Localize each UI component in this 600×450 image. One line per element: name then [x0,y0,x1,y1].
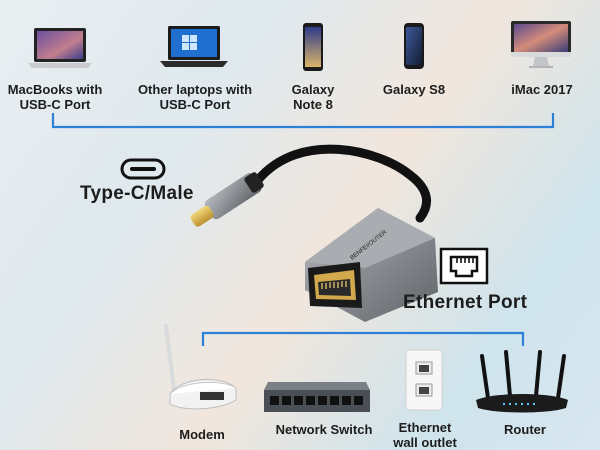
ethernet-port-icon [439,247,489,285]
ethernet-port-label: Ethernet Port [403,292,528,313]
macbook-label: MacBooks with USB-C Port [7,82,103,112]
galaxy-s8-icon [404,23,424,69]
laptop-label: Other laptops with USB-C Port [137,82,253,112]
network-switch-label: Network Switch [275,422,373,437]
galaxy-s8-label: Galaxy S8 [382,82,446,97]
laptop-icon [160,26,228,67]
imac-label: iMac 2017 [511,82,573,97]
galaxy-note-8-icon [303,23,323,71]
top-bracket [51,113,555,129]
router-icon [476,350,568,413]
network-switch-icon [264,382,370,412]
wall-outlet-icon [405,349,443,411]
router-label: Router [504,422,546,437]
modem-label: Modem [179,427,225,442]
imac-icon [511,21,571,68]
macbook-icon [28,28,92,68]
galaxy-note-8-label: Galaxy Note 8 [291,82,335,112]
type-c-label: Type-C/Male [80,183,194,204]
wall-outlet-label: Ethernet wall outlet [393,420,457,450]
usb-c-port-icon [120,158,166,180]
modem-icon [164,324,237,410]
bottom-bracket [201,331,525,346]
